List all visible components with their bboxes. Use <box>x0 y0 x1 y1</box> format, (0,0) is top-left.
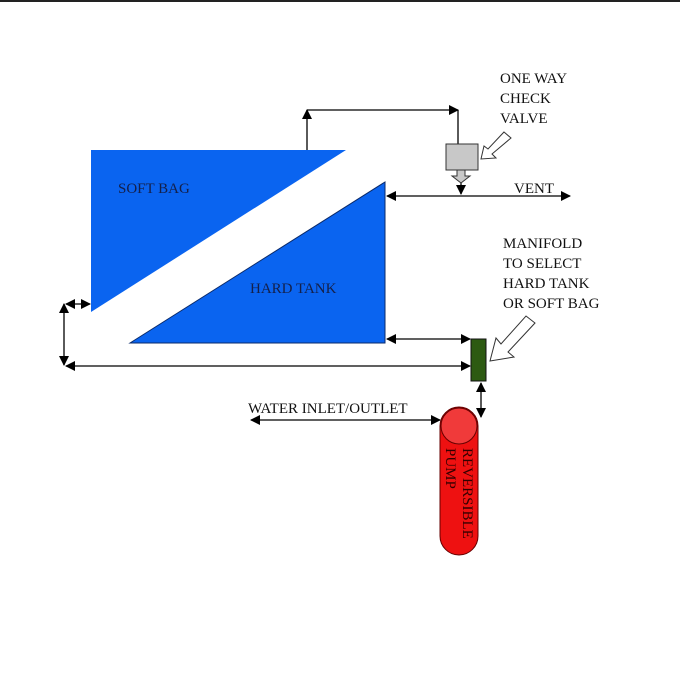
manifold-label-line1: MANIFOLD <box>503 236 582 252</box>
soft-bag <box>91 150 346 312</box>
soft-bag-label: SOFT BAG <box>118 181 190 197</box>
water-inlet-label: WATER INLET/OUTLET <box>248 401 408 417</box>
manifold-pointer-arrow <box>489 315 536 362</box>
valve-label-line2: CHECK <box>500 91 551 107</box>
manifold-label-line3: HARD TANK <box>503 276 590 292</box>
check-valve <box>445 143 479 184</box>
manifold-label-line4: OR SOFT BAG <box>503 296 600 312</box>
pipes <box>59 105 571 425</box>
valve-pointer-arrow <box>480 131 512 160</box>
valve-label-line1: ONE WAY <box>500 71 567 87</box>
pump-label-line1: REVERSIBLE <box>459 448 475 539</box>
hard-tank <box>128 181 386 344</box>
vent-label: VENT <box>514 181 554 197</box>
pump-label-line2: PUMP <box>442 448 458 489</box>
hard-tank-label: HARD TANK <box>250 281 337 297</box>
reversible-pump: REVERSIBLE PUMP <box>439 406 479 556</box>
manifold-label-line2: TO SELECT <box>503 256 581 272</box>
valve-label-line3: VALVE <box>500 111 548 127</box>
manifold <box>470 338 487 382</box>
